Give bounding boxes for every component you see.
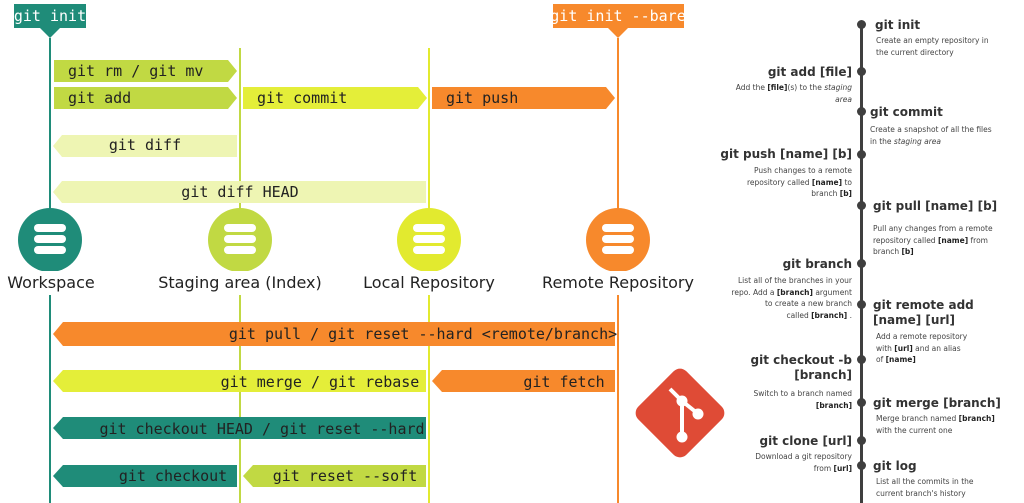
workspace-label: Workspace <box>7 273 94 292</box>
timeline-dot-log <box>857 461 866 470</box>
cmd-remote-title: git remote add [name] [url] <box>873 298 974 327</box>
git-init-bare-flag: git init --bare <box>550 4 686 38</box>
cmd-add-desc: Add the [file](s) to the staging area <box>735 83 852 104</box>
workspace-database-icon <box>18 208 82 272</box>
git-workflow-diagram: git init git init --bare git rm / git mv… <box>7 4 725 503</box>
arrow-git-fetch: git fetch <box>432 370 615 392</box>
timeline-dot-pull <box>857 201 866 210</box>
git-init-bare-label: git init --bare <box>550 7 685 25</box>
arrow-git-diff-head: git diff HEAD <box>53 181 426 203</box>
git-logo-icon <box>635 368 725 458</box>
remote-repository-database-icon <box>586 208 650 272</box>
cmd-log-desc: List all the commits in the current bran… <box>876 477 974 498</box>
arrow-git-diff: git diff <box>53 135 237 157</box>
timeline-dot-commit <box>857 107 866 116</box>
arrow-git-commit: git commit <box>243 87 427 109</box>
timeline-dot-merge <box>857 398 866 407</box>
svg-text:git reset --soft: git reset --soft <box>273 467 418 485</box>
timeline-dot-init <box>857 20 866 29</box>
timeline-dot-branch <box>857 259 866 268</box>
svg-text:git rm / git mv: git rm / git mv <box>68 62 203 80</box>
arrow-git-reset-soft: git reset --soft <box>243 465 426 487</box>
arrow-git-rm-mv: git rm / git mv <box>54 60 237 82</box>
remote-repository-label: Remote Repository <box>542 273 694 292</box>
cmd-branch-title: git branch <box>782 257 852 271</box>
cmd-clone-desc: Download a git repository from [url] <box>755 452 852 473</box>
local-repository-database-icon <box>397 208 461 272</box>
timeline-dot-clone <box>857 436 866 445</box>
cmd-init-title: git init <box>875 18 921 32</box>
cmd-merge-desc: Merge branch named [branch] with the cur… <box>876 414 995 435</box>
staging-area-label: Staging area (Index) <box>158 273 322 292</box>
git-init-label: git init <box>14 7 86 25</box>
svg-text:git merge / git rebase: git merge / git rebase <box>221 373 420 391</box>
cmd-log-title: git log <box>873 459 917 473</box>
svg-text:git fetch: git fetch <box>523 373 604 391</box>
staging-database-icon <box>208 208 272 272</box>
cmd-checkout-title: git checkout -b [branch] <box>750 353 852 382</box>
svg-text:git push: git push <box>446 89 518 107</box>
svg-text:git checkout HEAD / git reset: git checkout HEAD / git reset --hard <box>99 420 424 438</box>
cmd-checkout-desc: Switch to a branch named [branch] <box>753 389 852 410</box>
cmd-pull-desc: Pull any changes from a remote repositor… <box>873 224 993 256</box>
timeline-dot-remote <box>857 300 866 309</box>
svg-text:git diff: git diff <box>109 136 181 154</box>
timeline-dot-checkout <box>857 355 866 364</box>
cmd-pull-title: git pull [name] [b] <box>873 199 998 213</box>
cmd-push-title: git push [name] [b] <box>720 147 852 161</box>
svg-text:git diff HEAD: git diff HEAD <box>181 183 298 201</box>
arrow-git-pull-reset: git pull / git reset --hard <remote/bran… <box>53 322 617 346</box>
svg-text:git add: git add <box>68 89 131 107</box>
cmd-commit-desc: Create a snapshot of all the files in th… <box>870 125 992 146</box>
cmd-push-desc: Push changes to a remote repository call… <box>746 166 852 198</box>
local-repository-label: Local Repository <box>363 273 495 292</box>
timeline-dot-add <box>857 67 866 76</box>
timeline-dot-push <box>857 150 866 159</box>
arrow-git-merge-rebase: git merge / git rebase <box>53 370 426 392</box>
svg-text:git pull / git reset --hard <r: git pull / git reset --hard <remote/bran… <box>229 325 617 343</box>
arrow-git-add: git add <box>54 87 237 109</box>
svg-text:git commit: git commit <box>257 89 347 107</box>
arrow-git-push: git push <box>432 87 615 109</box>
cmd-remote-desc: Add a remote repository with [url] and a… <box>876 332 968 364</box>
git-init-flag: git init <box>14 4 86 38</box>
cmd-clone-title: git clone [url] <box>759 434 853 448</box>
cmd-init-desc: Create an empty repository in the curren… <box>876 36 989 57</box>
arrow-git-checkout-head-reset: git checkout HEAD / git reset --hard <box>53 417 426 439</box>
cmd-branch-desc: List all of the branches in your repo. A… <box>731 276 852 320</box>
cmd-add-title: git add [file] <box>767 65 852 79</box>
arrow-git-checkout: git checkout <box>53 465 237 487</box>
cmd-merge-title: git merge [branch] <box>873 396 1001 410</box>
cmd-commit-title: git commit <box>870 105 943 119</box>
svg-text:git checkout: git checkout <box>119 467 227 485</box>
